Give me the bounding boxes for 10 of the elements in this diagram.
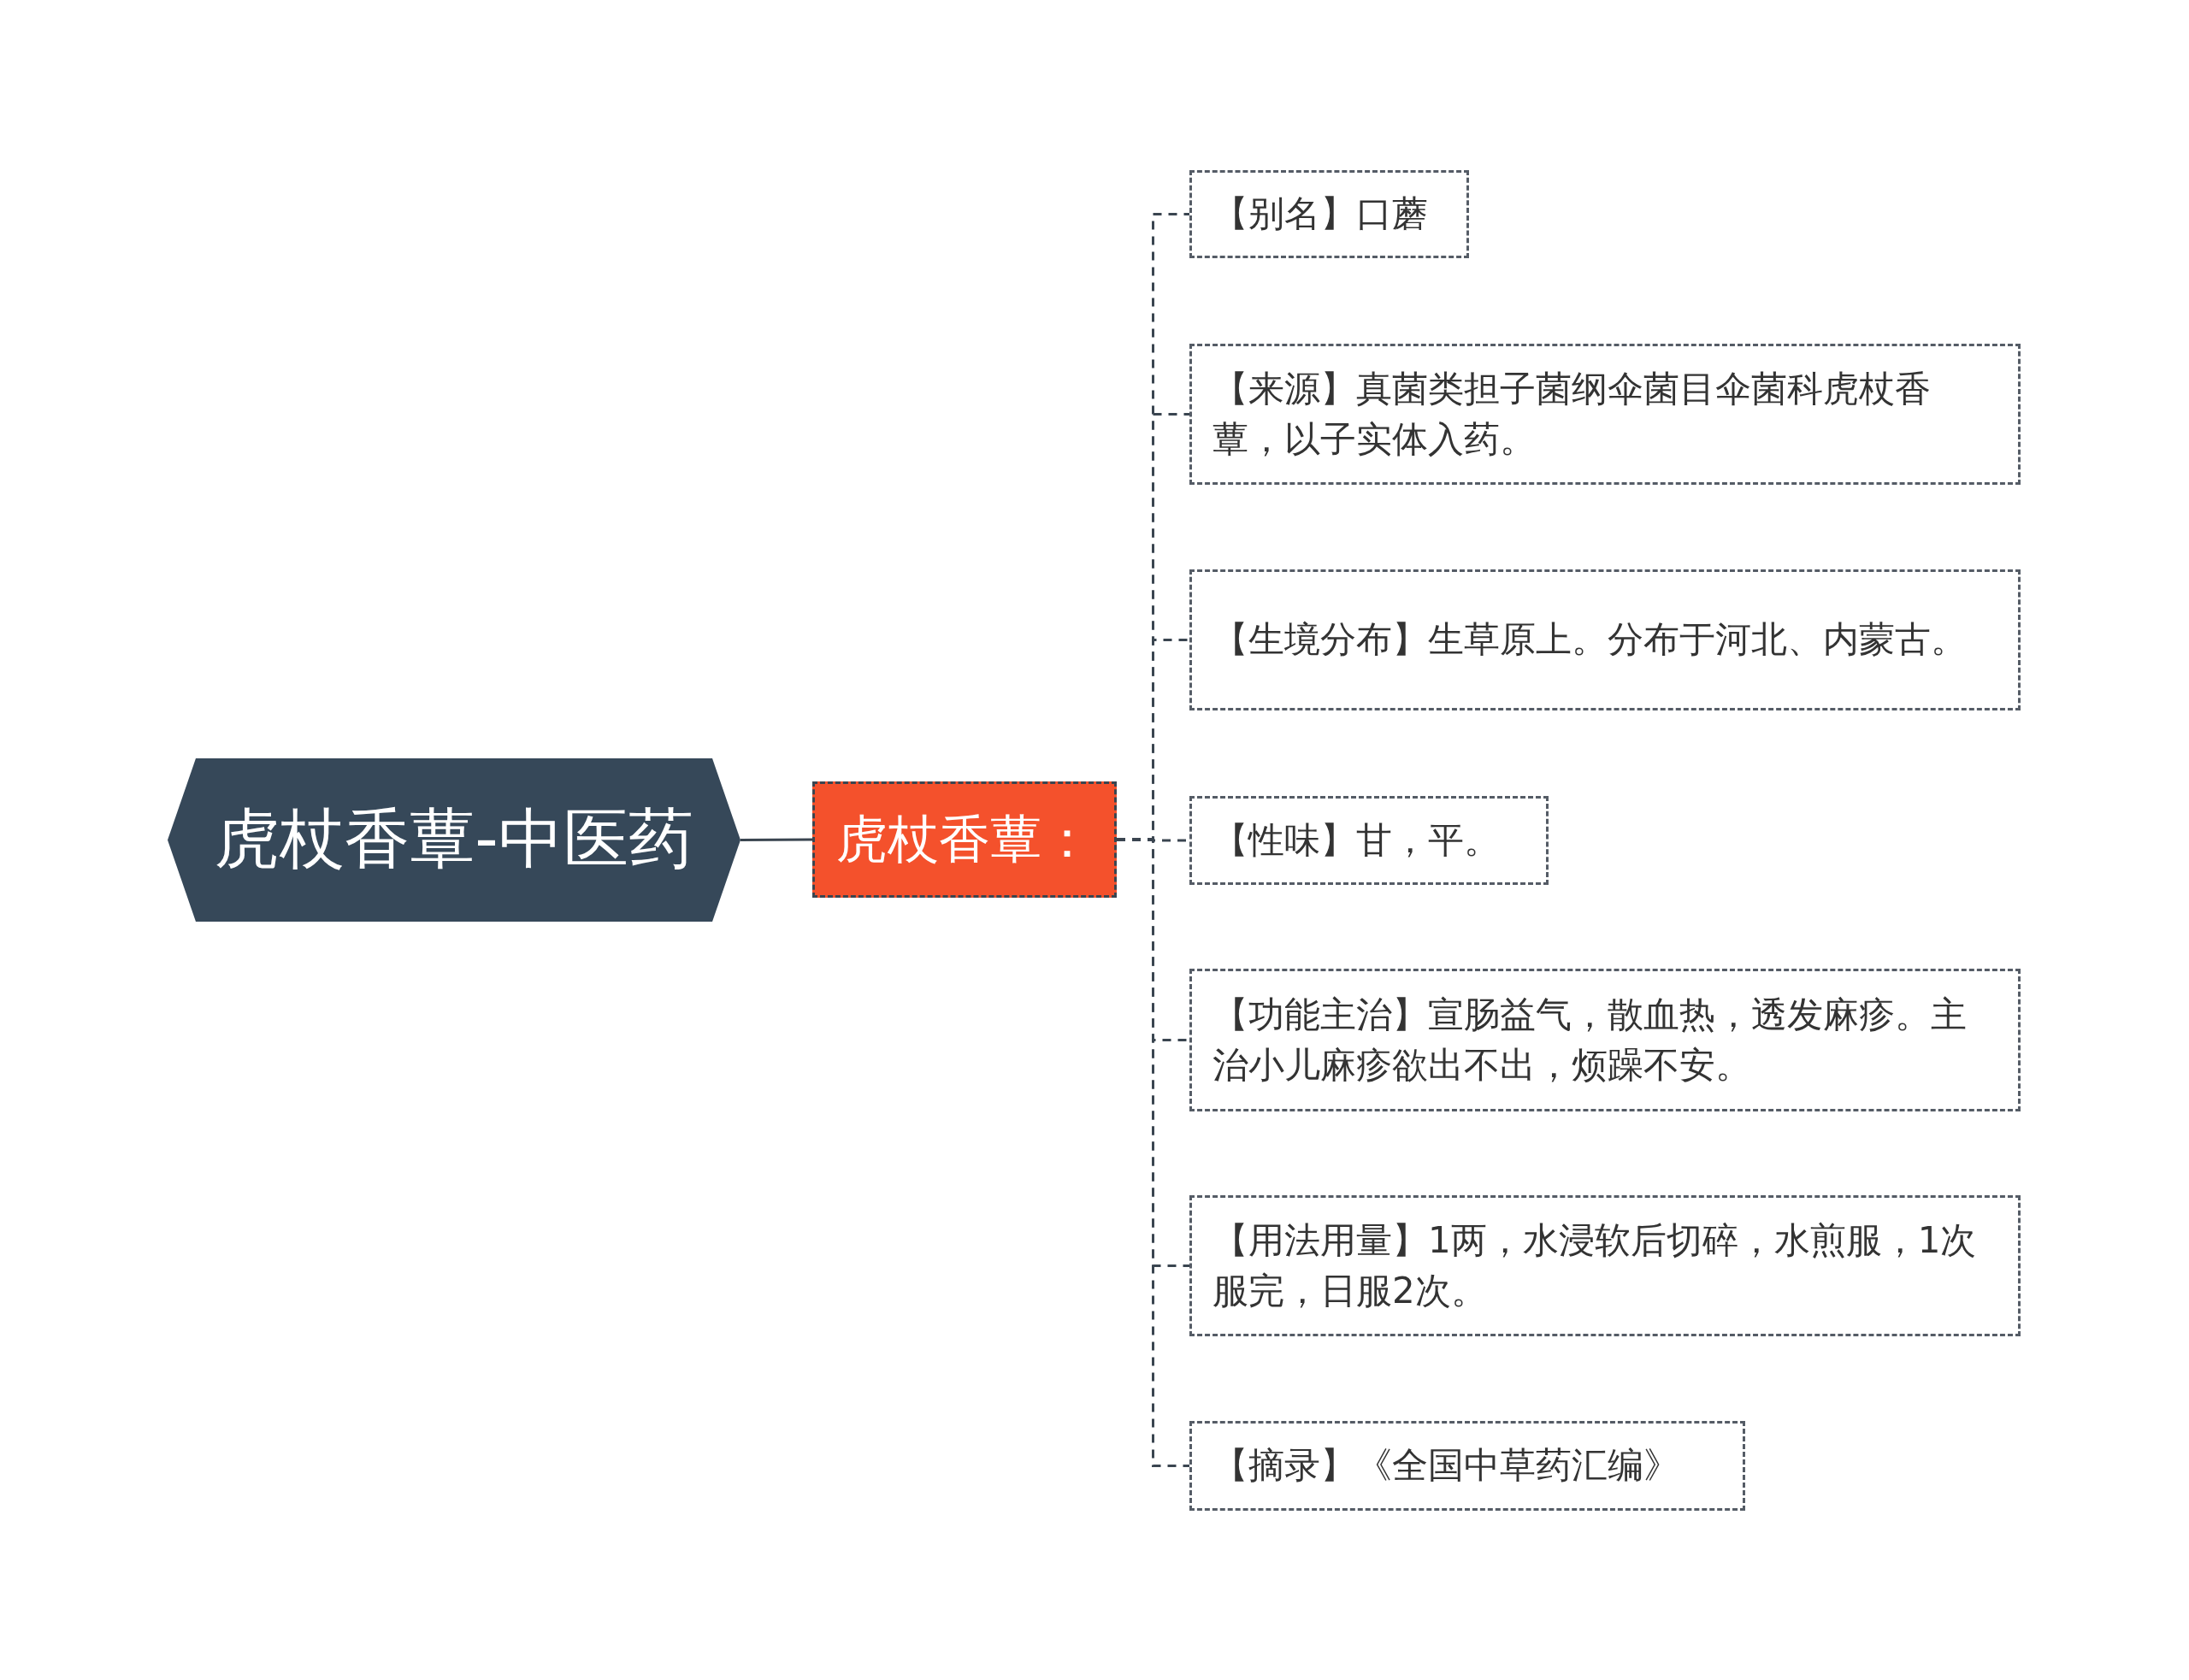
note-box: 【来源】真菌类担子菌纲伞菌目伞菌科虎杖香蕈，以子实体入药。 [1189,344,2021,485]
topic-hexagon: 虎杖香蕈-中医药 [168,758,740,922]
subtopic-box: 虎杖香蕈： [812,781,1117,898]
note-box: 【别名】口蘑 [1189,170,1469,258]
note-box: 【功能主治】宣肠益气，散血热，透发麻疹。主治小儿麻疹欲出不出，烦躁不安。 [1189,969,2021,1111]
note-box: 【性味】甘，平。 [1189,796,1549,885]
note-box: 【摘录】《全国中草药汇编》 [1189,1421,1745,1511]
note-box: 【生境分布】生草原上。分布于河北、内蒙古。 [1189,569,2021,710]
connector [740,838,812,841]
note-box: 【用法用量】1两，水浸软后切碎，水煎服，1次服完，日服2次。 [1189,1195,2021,1336]
